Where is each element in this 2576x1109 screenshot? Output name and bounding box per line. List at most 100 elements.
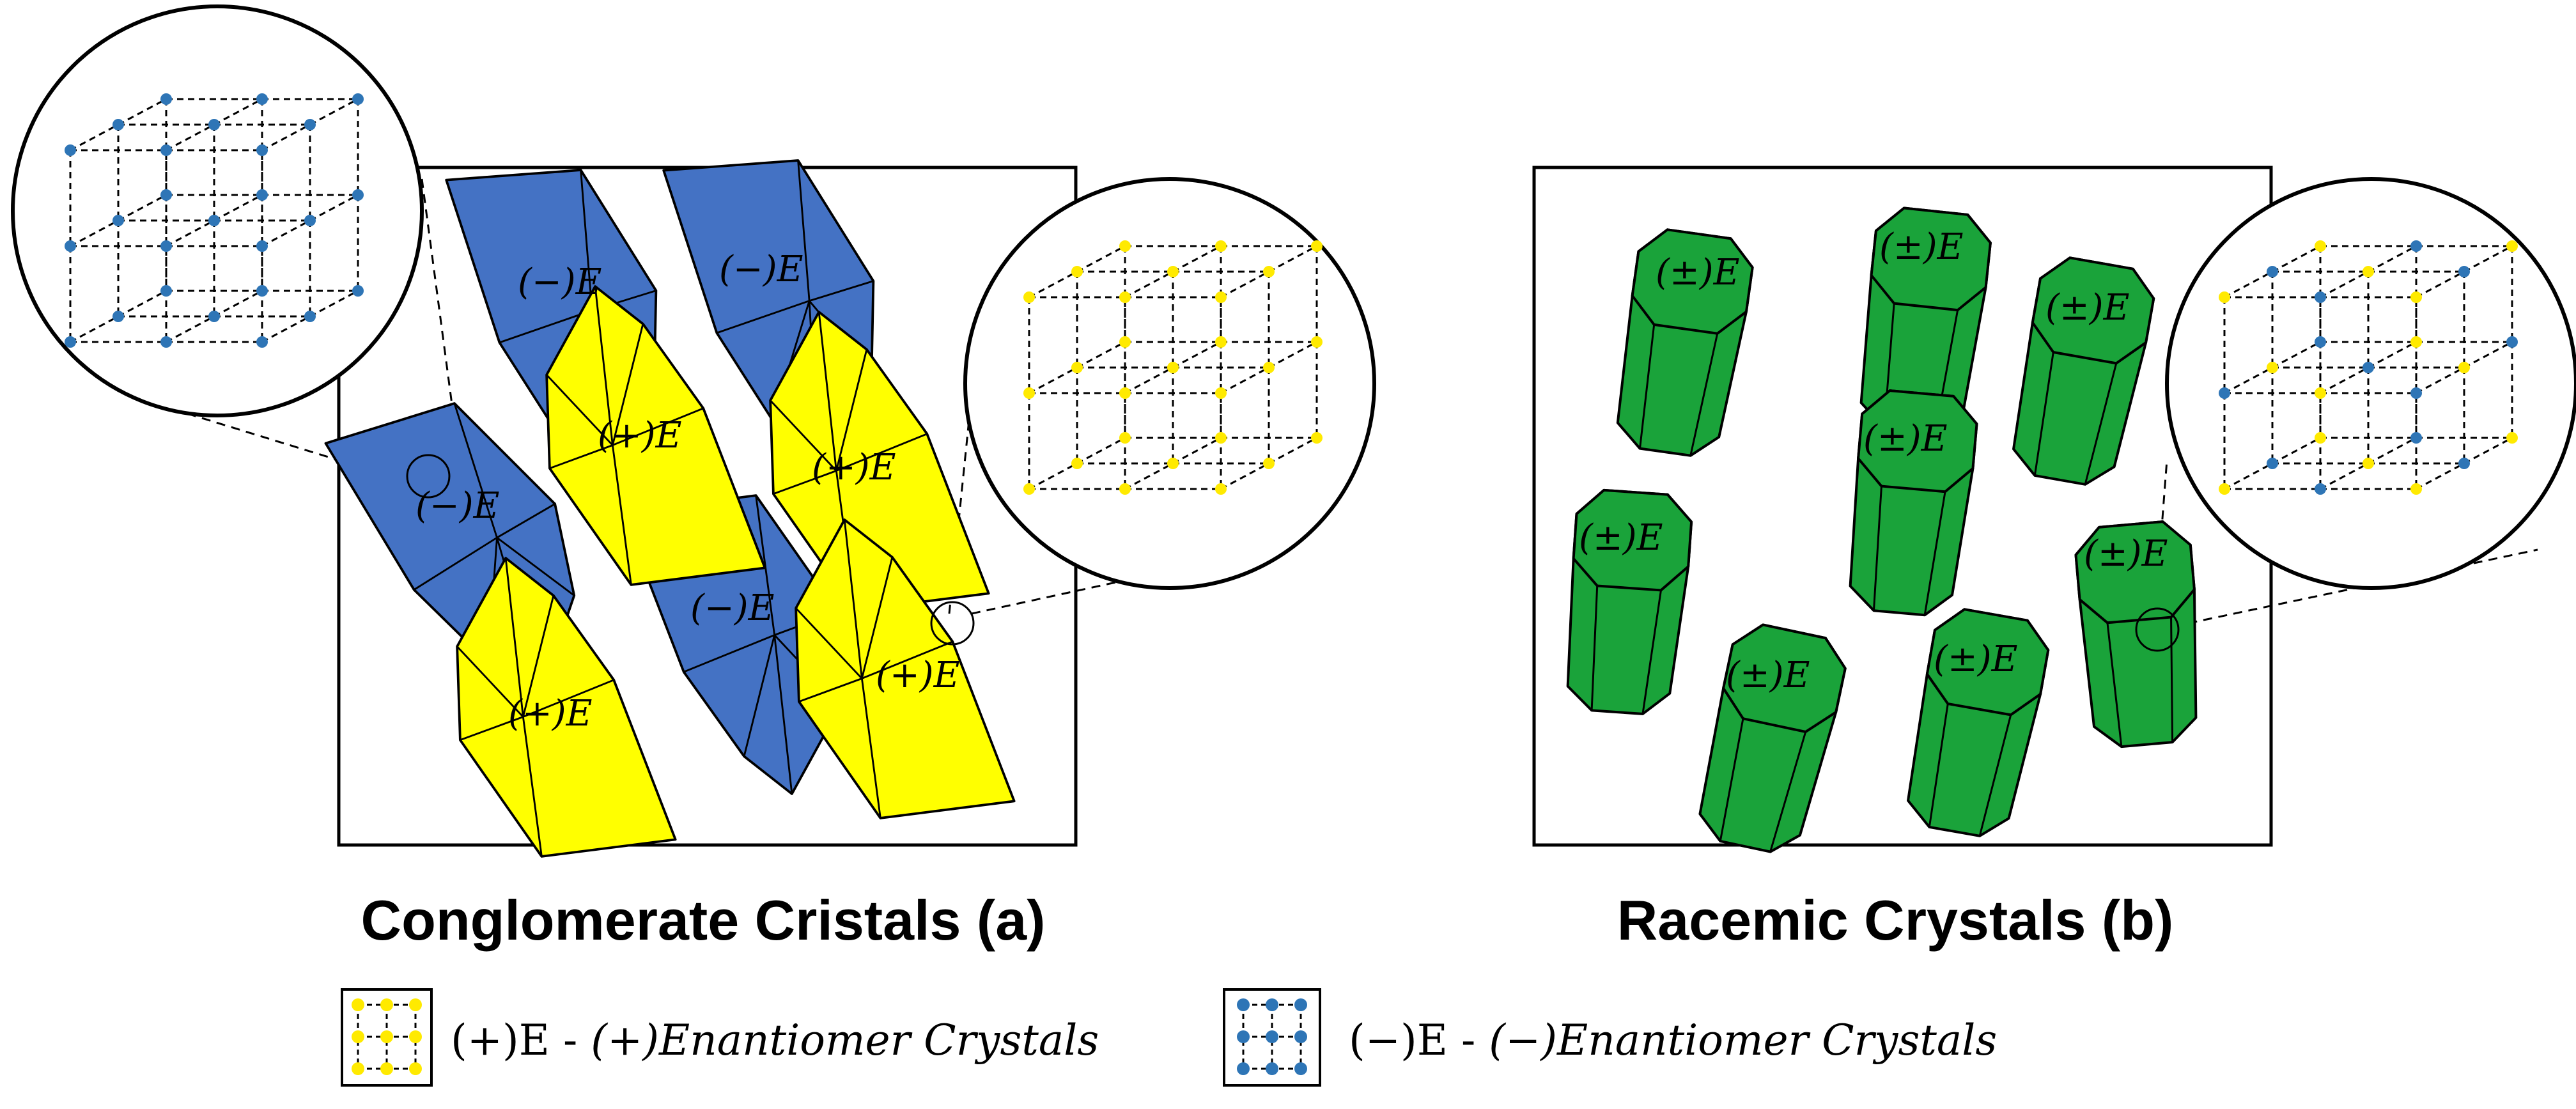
- zoom-marker-a-right: [930, 601, 975, 646]
- lattice-point: [113, 215, 124, 226]
- lattice-point: [1071, 362, 1083, 373]
- lattice-point: [1215, 483, 1227, 495]
- lattice-point: [208, 215, 220, 226]
- lattice-point: [1215, 240, 1227, 252]
- swatch-point: [1237, 1030, 1250, 1043]
- swatch-point: [352, 998, 364, 1011]
- lattice-point: [1311, 240, 1323, 252]
- caption-a: Conglomerate Cristals (a): [361, 888, 1046, 952]
- lattice-point: [1071, 266, 1083, 277]
- lattice-point: [2363, 458, 2374, 469]
- lattice-point: [2410, 483, 2422, 495]
- lattice-point: [1263, 362, 1275, 373]
- label-racemic-3: (±)E: [2045, 287, 2130, 329]
- lattice-point: [2506, 432, 2518, 444]
- lattice-point: [208, 119, 220, 130]
- lattice-point: [1215, 336, 1227, 348]
- lattice-point: [2315, 387, 2326, 399]
- panel-a-crystals: (−)E (−)E (−)E (−)E (+)E (+)E (+)E (+)E: [324, 131, 1016, 888]
- lattice-point: [160, 189, 172, 201]
- lattice-point: [160, 285, 172, 297]
- lattice-plus: [1023, 240, 1323, 495]
- lattice-point: [1119, 432, 1131, 444]
- lattice-point: [256, 336, 268, 348]
- lattice-point: [2315, 291, 2326, 303]
- lattice-point: [160, 93, 172, 105]
- lattice-point: [2315, 483, 2326, 495]
- label-racemic-1: (±)E: [1656, 252, 1740, 293]
- lattice-point: [2315, 336, 2326, 348]
- swatch-point: [380, 1062, 393, 1075]
- swatch-point: [352, 1030, 364, 1043]
- lattice-point: [1167, 362, 1179, 373]
- zoom-marker-b: [2135, 607, 2180, 652]
- lattice-point: [2315, 432, 2326, 444]
- lattice-point: [2219, 483, 2230, 495]
- lattice-racemic: [2219, 240, 2518, 495]
- lattice-point: [65, 336, 76, 348]
- swatch-point: [1266, 1062, 1278, 1075]
- legend-minus-text: (−)E - (−)Enantiomer Crystals: [1349, 1016, 1997, 1065]
- label-plus-2: (+)E: [812, 447, 896, 488]
- lattice-point: [352, 285, 364, 297]
- lattice-point: [1023, 483, 1035, 495]
- lattice-point: [1119, 483, 1131, 495]
- legend-minus-swatch: [1223, 988, 1321, 1087]
- lattice-point: [2506, 240, 2518, 252]
- zoom-circle-minus: [11, 4, 424, 417]
- lattice-point: [1023, 291, 1035, 303]
- lattice-point: [256, 240, 268, 252]
- label-racemic-2: (±)E: [1879, 226, 1964, 268]
- lattice-point: [304, 215, 316, 226]
- label-racemic-4: (±)E: [1863, 418, 1948, 460]
- legend-plus-swatch: [341, 988, 433, 1087]
- label-plus-4: (+)E: [876, 655, 960, 696]
- swatch-point: [1237, 998, 1250, 1011]
- lattice-point: [160, 240, 172, 252]
- lattice-point: [256, 189, 268, 201]
- lattice-minus: [65, 93, 364, 348]
- lattice-point: [1167, 266, 1179, 277]
- lattice-point: [1311, 432, 1323, 444]
- lattice-point: [2219, 291, 2230, 303]
- lattice-point: [256, 144, 268, 156]
- lattice-point: [2410, 336, 2422, 348]
- lattice-point: [2267, 266, 2278, 277]
- lattice-point: [2458, 266, 2470, 277]
- label-racemic-8: (±)E: [1934, 639, 2018, 680]
- lattice-point: [2315, 240, 2326, 252]
- swatch-point: [1294, 1062, 1307, 1075]
- zoom-circle-racemic: [2165, 177, 2576, 590]
- swatch-point: [380, 998, 393, 1011]
- swatch-point: [380, 1030, 393, 1043]
- swatch-point: [409, 1030, 422, 1043]
- panel-b-crystals: (±)E (±)E (±)E (±)E (±)E (±)E (±)E (±)E: [1562, 204, 2209, 861]
- label-minus-1: (−)E: [518, 261, 602, 303]
- lattice-point: [65, 144, 76, 156]
- lattice-point: [2410, 240, 2422, 252]
- lattice-point: [2506, 336, 2518, 348]
- lattice-point: [352, 189, 364, 201]
- legend-plus-text: (+)E - (+)Enantiomer Crystals: [451, 1016, 1099, 1065]
- lattice-point: [2363, 266, 2374, 277]
- label-plus-3: (+)E: [508, 693, 593, 734]
- lattice-point: [1119, 387, 1131, 399]
- lattice-point: [2219, 387, 2230, 399]
- swatch-point: [1294, 1030, 1307, 1043]
- lattice-point: [2458, 362, 2470, 373]
- lattice-point: [304, 311, 316, 322]
- swatch-point: [352, 1062, 364, 1075]
- label-racemic-6: (±)E: [2084, 533, 2168, 575]
- swatch-point: [409, 998, 422, 1011]
- legend: (+)E - (+)Enantiomer Crystals (−)E - (−)…: [341, 988, 1997, 1087]
- lattice-point: [1263, 458, 1275, 469]
- lattice-point: [1311, 336, 1323, 348]
- lattice-point: [1023, 387, 1035, 399]
- lattice-point: [1119, 336, 1131, 348]
- lattice-point: [1215, 387, 1227, 399]
- label-minus-4: (−)E: [690, 587, 775, 629]
- lattice-point: [208, 311, 220, 322]
- lattice-point: [1119, 240, 1131, 252]
- lattice-point: [2458, 458, 2470, 469]
